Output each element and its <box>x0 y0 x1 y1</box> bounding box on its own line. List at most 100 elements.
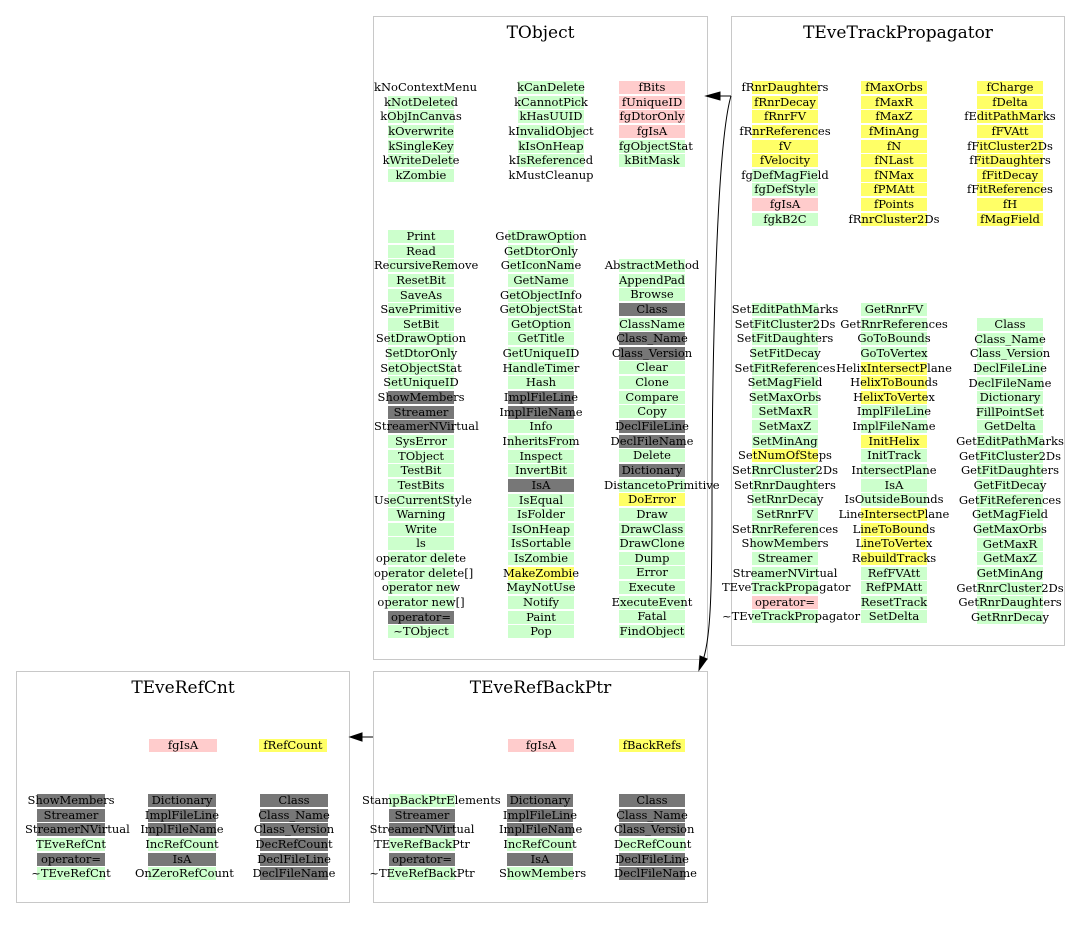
entry-highlight <box>619 449 685 463</box>
entry-label: LineToBounds <box>852 521 936 536</box>
entry-highlight <box>619 739 685 752</box>
entry-label: Class_Name <box>974 331 1046 346</box>
class-entry: Streamer <box>362 808 482 823</box>
class-entry: MayNotUse <box>494 580 588 595</box>
entry-label: Dictionary <box>621 462 683 477</box>
entry-highlight <box>619 551 685 565</box>
class-entry: fCharge <box>962 80 1058 95</box>
entry-highlight <box>619 852 685 866</box>
entry-highlight <box>861 154 927 168</box>
member-column: fgIsA <box>501 738 581 753</box>
class-entry: IsA <box>494 478 588 493</box>
arrowhead <box>348 732 363 742</box>
entry-label: IntersectPlane <box>851 463 937 478</box>
class-entry: fV <box>732 139 838 154</box>
class-entry: SetRnrFV <box>722 507 848 522</box>
class-entry: IsA <box>135 852 229 867</box>
entry-label: fFitCluster2Ds <box>967 138 1053 153</box>
entry-highlight <box>752 595 818 609</box>
class-entry: fRnrFV <box>732 109 838 124</box>
class-entry: ~TObject <box>374 624 468 639</box>
entry-highlight <box>388 508 454 522</box>
class-entry: fFitReferences <box>962 182 1058 197</box>
entry-highlight <box>388 139 454 153</box>
entry-label: DeclFileLine <box>257 851 331 866</box>
entry-highlight <box>508 259 574 273</box>
class-entry: fgIsA <box>501 738 581 753</box>
class-entry: GetMinAng <box>956 566 1064 581</box>
entry-highlight <box>388 376 454 390</box>
class-entry: fNMax <box>839 168 949 183</box>
entry-highlight <box>977 391 1043 405</box>
entry-highlight <box>260 794 328 807</box>
entry-label: operator new[] <box>377 595 465 610</box>
entry-highlight <box>508 405 574 419</box>
entry-label: kCanDelete <box>517 80 585 94</box>
class-entry: SavePrimitive <box>374 302 468 317</box>
entry-label: GetIconName <box>500 258 582 273</box>
entry-highlight <box>508 317 574 331</box>
entry-highlight <box>619 581 685 595</box>
class-entry: IsSortable <box>494 536 588 551</box>
entry-highlight <box>388 124 454 138</box>
entry-label: fRnrDecay <box>754 94 816 109</box>
class-entry: Dictionary <box>604 463 700 478</box>
entry-highlight <box>619 81 685 94</box>
entry-label: Warning <box>396 507 446 522</box>
entry-label: GetMinAng <box>976 565 1044 580</box>
entry-label: GetFitDecay <box>973 478 1047 493</box>
class-entry: fPMAtt <box>839 182 949 197</box>
entry-label: Compare <box>625 389 679 404</box>
class-entry: ResetBit <box>374 273 468 288</box>
member-column: fRefCount <box>252 738 334 753</box>
entry-highlight <box>752 154 818 168</box>
entry-highlight <box>619 273 685 287</box>
entry-highlight <box>508 420 574 434</box>
entry-highlight <box>977 596 1043 610</box>
entry-label: Execute <box>628 580 676 595</box>
entry-label: GetObjectStat <box>499 302 583 317</box>
entry-label: MayNotUse <box>506 580 576 595</box>
entry-highlight <box>388 493 454 507</box>
class-entry: ~TEveRefBackPtr <box>362 866 482 881</box>
class-entry: GetObjectStat <box>494 302 588 317</box>
entry-label: TEveRefBackPtr <box>374 836 470 851</box>
entry-label: fDelta <box>992 94 1028 109</box>
entry-label: kNoContextMenu <box>374 80 478 94</box>
class-entry: fRnrDecay <box>732 95 838 110</box>
entry-label: RefFVAtt <box>867 565 921 580</box>
class-entry: IsOnHeap <box>494 522 588 537</box>
entry-label: Error <box>636 565 668 580</box>
entry-highlight <box>619 595 685 609</box>
entry-highlight <box>977 154 1043 168</box>
class-entry: Dictionary <box>135 793 229 808</box>
entry-highlight <box>388 391 454 405</box>
entry-highlight <box>861 434 927 448</box>
entry-highlight <box>508 566 574 580</box>
class-entry: ~TEveTrackPropagator <box>722 609 860 624</box>
entry-label: HandleTimer <box>502 360 580 375</box>
entry-label: GetObjectInfo <box>500 287 582 302</box>
entry-label: DeclFileLine <box>973 360 1047 375</box>
entry-label: Pop <box>530 624 552 639</box>
entry-label: SaveAs <box>399 287 443 302</box>
class-entry: GetObjectInfo <box>494 288 588 303</box>
class-entry: fgDefMagField <box>732 168 838 183</box>
class-entry: StampBackPtrElements <box>362 793 501 808</box>
class-entry: RebuildTracks <box>836 551 952 566</box>
entry-highlight <box>260 823 328 837</box>
entry-label: IsA <box>531 477 551 492</box>
class-entry: Dictionary <box>499 793 581 808</box>
entry-highlight <box>507 852 573 866</box>
entry-label: operator delete <box>375 551 467 566</box>
entry-label: SetMaxR <box>758 404 812 419</box>
entry-label: ImplFileName <box>499 822 583 837</box>
class-entry: SetFitReferences <box>722 361 848 376</box>
class-entry: SetNumOfSteps <box>722 448 848 463</box>
class-entry: SetEditPathMarks <box>722 302 848 317</box>
entry-highlight <box>260 837 328 851</box>
entry-label: ShowMembers <box>377 390 465 405</box>
